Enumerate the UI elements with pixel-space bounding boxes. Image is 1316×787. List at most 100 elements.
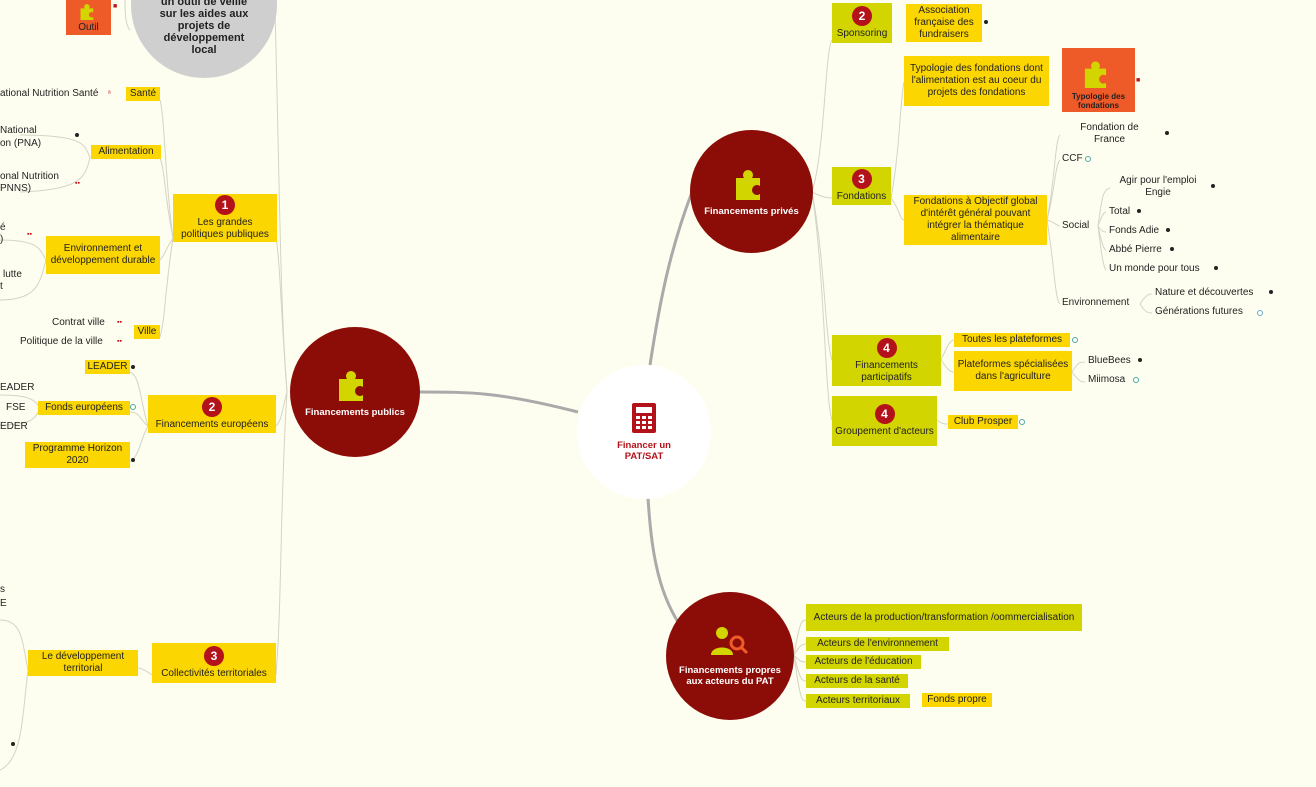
- node-label: Environnement et développement durable: [50, 243, 156, 266]
- node-monde[interactable]: Un monde pour tous: [1109, 263, 1200, 274]
- node-label: Fondations à Objectif global d'intérêt g…: [913, 196, 1038, 243]
- node-fonds-propre[interactable]: Fonds propre: [922, 693, 992, 707]
- number-badge: 2: [852, 6, 872, 26]
- node-acteurs-education[interactable]: Acteurs de l'éducation: [806, 655, 921, 669]
- node-fse[interactable]: FSE: [6, 402, 26, 413]
- node-specialisees[interactable]: Plateformes spécialisées dans l'agricult…: [954, 351, 1072, 391]
- hub-financements-prives[interactable]: Financements privés: [690, 130, 813, 253]
- node-financements-europeens[interactable]: 2 Financements européens: [148, 395, 276, 433]
- node-typologie[interactable]: Typologie des fondations dont l'alimenta…: [904, 56, 1049, 106]
- node-ville[interactable]: Ville: [134, 325, 160, 339]
- center-node[interactable]: Financer un PAT/SAT: [577, 365, 711, 499]
- magnifier-icon: [711, 627, 749, 655]
- bullet-icon: [1214, 266, 1218, 270]
- node-environnement-prive[interactable]: Environnement: [1062, 297, 1130, 308]
- node-environnement[interactable]: Environnement et développement durable: [46, 236, 160, 274]
- node-bluebees[interactable]: BlueBees: [1088, 355, 1131, 366]
- node-total[interactable]: Total: [1109, 206, 1131, 217]
- node-lutte-b[interactable]: t: [0, 281, 3, 292]
- node-participatifs[interactable]: 4 Financements participatifs: [832, 335, 941, 386]
- node-miimosa[interactable]: Miimosa: [1088, 374, 1126, 385]
- node-generations[interactable]: Générations futures: [1155, 306, 1243, 317]
- node-fonds-europeens[interactable]: Fonds européens: [38, 401, 130, 415]
- puzzle-icon: [1084, 61, 1106, 88]
- hub-financements-propres[interactable]: Financements propres aux acteurs du PAT: [666, 592, 794, 720]
- puzzle-icon: [735, 170, 760, 200]
- note-icon: ▪▪: [27, 231, 32, 238]
- node-lutte-a[interactable]: lutte: [3, 269, 22, 280]
- node-alimentation[interactable]: Alimentation: [91, 145, 161, 159]
- node-label: Fonds propre: [927, 694, 987, 705]
- node-pna-a[interactable]: National: [0, 125, 37, 136]
- node-label: Association française des fundraisers: [914, 5, 974, 40]
- node-env-b[interactable]: ): [0, 234, 4, 245]
- node-club-prosper[interactable]: Club Prosper: [948, 415, 1018, 429]
- node-label: Financements européens: [155, 419, 269, 430]
- typologie-card[interactable]: Typologie des fondations: [1062, 48, 1135, 112]
- puzzle-icon: [80, 4, 93, 20]
- node-label: Collectivités territoriales: [161, 668, 267, 679]
- note-icon: ᵃ: [108, 90, 111, 97]
- node-adie[interactable]: Fonds Adie: [1109, 225, 1160, 236]
- note-icon: ▪▪: [117, 319, 122, 326]
- node-horizon[interactable]: Programme Horizon 2020: [25, 442, 130, 468]
- node-leader[interactable]: LEADER: [85, 360, 130, 374]
- puzzle-icon: [339, 370, 363, 401]
- number-badge: 4: [876, 337, 897, 358]
- node-label: Acteurs territoriaux: [816, 695, 900, 706]
- note-icon: ▪▪: [117, 338, 122, 345]
- number-badge: 2: [202, 397, 222, 417]
- attachment-icon: [1257, 310, 1263, 316]
- node-ccf[interactable]: CCF: [1062, 153, 1083, 164]
- node-politiques-publiques[interactable]: 1 Les grandes politiques publiques: [173, 194, 277, 242]
- bullet-icon: [1211, 184, 1215, 188]
- node-env-a[interactable]: é: [0, 222, 6, 233]
- node-leader-b[interactable]: EDER: [0, 421, 28, 432]
- node-nature[interactable]: Nature et découvertes: [1155, 287, 1254, 298]
- node-pnns-a[interactable]: onal Nutrition: [0, 171, 59, 182]
- node-acteurs-sante[interactable]: Acteurs de la santé: [806, 674, 908, 688]
- node-label: Agir pour l'emploi Engie: [1119, 175, 1197, 198]
- node-objectif[interactable]: Fondations à Objectif global d'intérêt g…: [904, 195, 1047, 245]
- node-leader-a[interactable]: EADER: [0, 382, 35, 393]
- node-sante[interactable]: Santé: [126, 87, 160, 101]
- node-s-b[interactable]: E: [0, 598, 7, 609]
- node-production[interactable]: Acteurs de la production/transformation …: [806, 604, 1082, 631]
- node-s-a[interactable]: s: [0, 584, 5, 595]
- attachment-icon: [1019, 419, 1025, 425]
- outil-label: Outil: [78, 22, 99, 33]
- node-agir[interactable]: Agir pour l'emploi Engie: [1108, 174, 1208, 200]
- node-afd[interactable]: Association française des fundraisers: [906, 4, 982, 42]
- attachment-icon: ■: [1136, 77, 1141, 84]
- node-label: Acteurs de la santé: [814, 675, 900, 686]
- node-label: Club Prosper: [953, 416, 1013, 427]
- node-acteurs-territoriaux[interactable]: Acteurs territoriaux: [806, 694, 910, 708]
- bullet-icon: [1138, 358, 1142, 362]
- node-dev-territorial[interactable]: Le développement territorial: [28, 650, 138, 676]
- node-label: Les grandes politiques publiques: [181, 217, 269, 240]
- node-collectivites[interactable]: 3 Collectivités territoriales: [152, 643, 276, 683]
- node-label: Fondation de France: [1080, 122, 1139, 145]
- node-politique-ville[interactable]: Politique de la ville: [20, 336, 103, 347]
- node-plateformes[interactable]: Toutes les plateformes: [954, 333, 1070, 347]
- hub-financements-publics[interactable]: Financements publics: [290, 327, 420, 457]
- node-label: Toutes les plateformes: [961, 334, 1063, 345]
- node-fondations[interactable]: 3 Fondations: [832, 167, 891, 205]
- node-label: Sponsoring: [836, 28, 888, 39]
- typologie-card-label: Typologie des fondations: [1071, 92, 1126, 110]
- node-sponsoring[interactable]: 2 Sponsoring: [832, 3, 892, 43]
- attachment-icon: [1085, 156, 1091, 162]
- node-fondation-france[interactable]: Fondation de France: [1062, 121, 1157, 147]
- node-abbe[interactable]: Abbé Pierre: [1109, 244, 1162, 255]
- node-groupement[interactable]: 4 Groupement d'acteurs: [832, 396, 937, 446]
- node-pnns-b[interactable]: PNNS): [0, 183, 32, 194]
- attachment-icon: [130, 404, 136, 410]
- node-label: Alimentation: [98, 146, 154, 157]
- node-acteurs-environnement[interactable]: Acteurs de l'environnement: [806, 637, 949, 651]
- number-badge: 4: [874, 404, 895, 424]
- node-pna-b[interactable]: on (PNA): [0, 138, 42, 149]
- node-pnns-sante[interactable]: ational Nutrition Santé: [0, 88, 99, 99]
- outil-card[interactable]: Outil: [66, 0, 111, 35]
- node-contrat-ville[interactable]: Contrat ville: [52, 317, 105, 328]
- node-social[interactable]: Social: [1062, 220, 1090, 231]
